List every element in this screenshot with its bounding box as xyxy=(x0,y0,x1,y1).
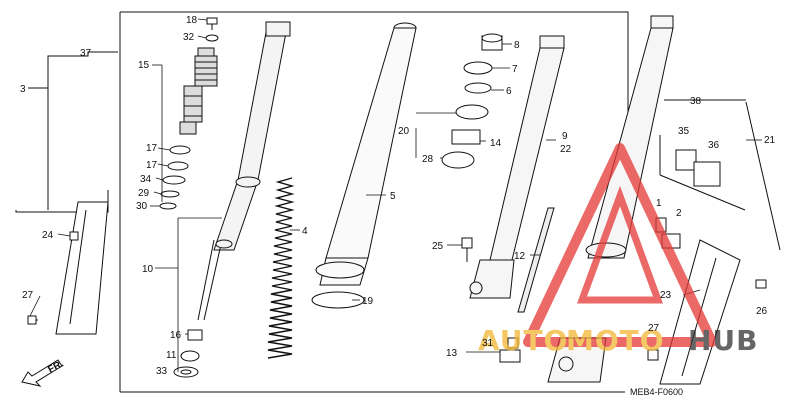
label-2: 2 xyxy=(676,208,682,219)
frame-lines xyxy=(15,11,629,393)
label-11: 11 xyxy=(166,350,177,361)
part-labels: 18 32 15 17 17 34 29 30 24 27 37 3 10 16… xyxy=(20,15,776,397)
oil-lock-parts xyxy=(173,329,203,378)
direction-label: FR. xyxy=(46,358,66,375)
axle-rod xyxy=(517,207,555,313)
label-1: 1 xyxy=(656,198,662,209)
label-29: 29 xyxy=(138,188,150,199)
label-33: 33 xyxy=(156,366,168,377)
label-9: 9 xyxy=(562,131,568,142)
label-5: 5 xyxy=(390,191,396,202)
outer-tube xyxy=(311,22,417,309)
watermark-auto: AUTO xyxy=(478,324,568,357)
label-28: 28 xyxy=(422,154,434,165)
watermark-moto: MOTO xyxy=(566,324,665,357)
label-24: 24 xyxy=(42,230,54,241)
seal-set xyxy=(441,33,503,169)
front-direction-arrow: FR. xyxy=(21,358,66,387)
label-27a: 27 xyxy=(22,290,34,301)
label-20: 20 xyxy=(398,126,410,137)
label-21: 21 xyxy=(764,135,776,146)
damper-assembly xyxy=(179,47,218,135)
cap-bolt xyxy=(205,17,219,42)
bracket-set xyxy=(655,99,781,251)
label-26: 26 xyxy=(756,306,768,317)
label-14: 14 xyxy=(490,138,502,149)
inner-tube xyxy=(197,21,291,321)
label-27b: 27 xyxy=(648,323,660,334)
leader-lines xyxy=(29,18,762,372)
label-17b: 17 xyxy=(146,160,158,171)
fastener-set xyxy=(499,337,659,363)
label-31: 31 xyxy=(482,338,494,349)
diagram-code: MEB4-F0600 xyxy=(630,387,683,397)
label-17a: 17 xyxy=(146,143,158,154)
label-8: 8 xyxy=(514,40,520,51)
label-19: 19 xyxy=(362,296,374,307)
label-10: 10 xyxy=(142,264,154,275)
label-12: 12 xyxy=(514,251,526,262)
label-23: 23 xyxy=(660,290,672,301)
label-35: 35 xyxy=(678,126,690,137)
label-32: 32 xyxy=(183,32,195,43)
label-4: 4 xyxy=(302,226,308,237)
label-6: 6 xyxy=(506,86,512,97)
label-38: 38 xyxy=(690,96,702,107)
label-34: 34 xyxy=(140,174,152,185)
label-36: 36 xyxy=(708,140,720,151)
washers xyxy=(159,145,191,210)
label-22: 22 xyxy=(560,144,572,155)
drain-bolt xyxy=(461,237,473,262)
label-37: 37 xyxy=(80,48,92,59)
fork-leg xyxy=(469,35,565,299)
label-13: 13 xyxy=(446,348,458,359)
watermark-logo: AUTO MOTO HUB xyxy=(478,143,759,357)
label-18: 18 xyxy=(186,15,198,26)
label-15: 15 xyxy=(138,60,150,71)
label-30: 30 xyxy=(136,201,148,212)
label-7: 7 xyxy=(512,64,518,75)
fork-spring xyxy=(267,177,295,359)
label-25: 25 xyxy=(432,241,444,252)
fork-guard-left xyxy=(27,201,109,335)
watermark-hub: HUB xyxy=(688,324,759,357)
label-3: 3 xyxy=(20,84,26,95)
label-16: 16 xyxy=(170,330,182,341)
